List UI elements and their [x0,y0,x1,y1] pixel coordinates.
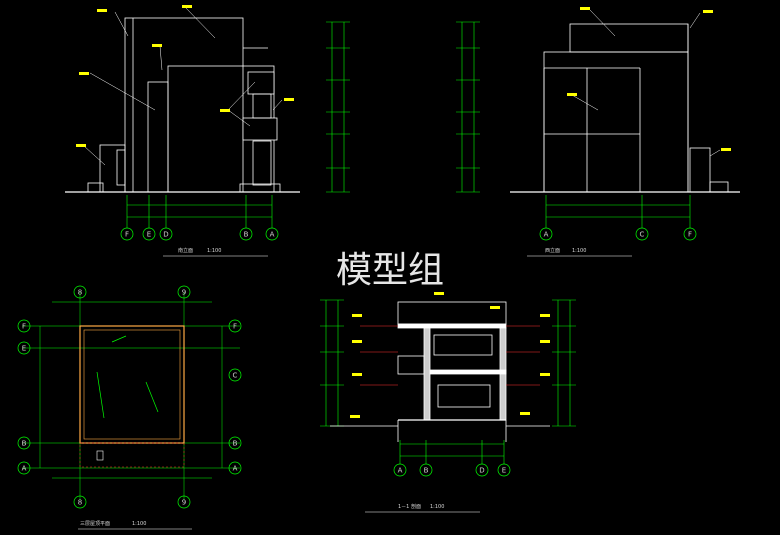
svg-text:8: 8 [78,289,82,297]
south-elevation [65,17,300,193]
axis-bubble-B-right: B [228,436,242,450]
section-horizontal-dimensions [399,440,505,464]
svg-text:9: 9 [182,499,186,507]
svg-text:D: D [163,231,168,239]
axis-bubble-A-right: A [228,461,242,475]
south-elevation-leader-text [76,5,294,147]
south-elevation-horizontal-dimensions [126,195,273,228]
svg-text:F: F [22,323,26,331]
svg-text:B: B [22,440,27,448]
axis-bubble-8-bottom: 8 [73,495,87,509]
section-structure [330,301,550,442]
roof-plan-title: 三层屋顶平面 1:100 [78,521,192,530]
axis-bubble-E: E [497,463,511,477]
west-elevation-leader-text [567,7,731,151]
svg-text:F: F [125,231,129,239]
svg-text:E: E [502,467,506,475]
watermark-text: 模型组 [336,250,444,291]
svg-text:南立面: 南立面 [178,247,193,254]
svg-text:三层屋顶平面: 三层屋顶平面 [80,521,110,527]
svg-text:B: B [233,440,238,448]
svg-text:1:100: 1:100 [430,504,444,510]
south-elevation-level-dimensions [326,21,350,193]
svg-text:1:100: 1:100 [572,248,586,254]
svg-text:E: E [22,345,26,353]
svg-text:1:100: 1:100 [132,521,146,527]
section-level-markers [360,325,540,386]
section-title: 1－1 剖面 1:100 [365,503,480,513]
svg-text:A: A [270,231,275,239]
south-elevation-leaders [83,6,283,166]
west-elevation-horizontal-dimensions [545,195,691,228]
svg-text:C: C [640,231,645,239]
svg-text:9: 9 [182,289,186,297]
west-elevation-level-dimensions [456,21,480,193]
roof-drainage-lines [96,335,159,419]
roof-plan: 8 9 8 9 F E B [17,285,242,530]
axis-bubble-A: A [393,463,407,477]
roof-parapet-edge [79,442,185,468]
svg-text:8: 8 [78,499,82,507]
roof-plan-axis-bubbles: 8 9 8 9 F E B [17,285,242,509]
west-elevation-axis-bubbles: A C F [539,227,697,241]
roof-outline-outer [79,325,185,444]
svg-text:A: A [398,467,403,475]
axis-bubble-E-left: E [17,341,31,355]
roof-plan-grid-lines [22,292,240,500]
svg-text:西立面: 西立面 [545,247,560,254]
axis-bubble-B-left: B [17,436,31,450]
axis-bubble-D: D [159,227,173,241]
axis-bubble-F: F [120,227,134,241]
svg-text:A: A [22,465,27,473]
svg-text:1:100: 1:100 [207,248,221,254]
svg-text:F: F [688,231,692,239]
south-elevation-axis-bubbles: F E D B A [120,227,279,241]
axis-bubble-F-right: F [228,319,242,333]
axis-bubble-9-top: 9 [177,285,191,299]
axis-bubble-8-top: 8 [73,285,87,299]
svg-text:C: C [233,372,238,380]
axis-bubble-C: C [635,227,649,241]
axis-bubble-B: B [239,227,253,241]
svg-text:F: F [233,323,237,331]
svg-text:D: D [479,467,484,475]
svg-text:A: A [233,465,238,473]
axis-bubble-C-right: C [228,368,242,382]
section-level-text [350,292,550,418]
west-elevation [510,23,740,193]
svg-text:E: E [147,231,151,239]
section-level-dimensions [320,299,576,427]
axis-bubble-A: A [539,227,553,241]
axis-bubble-D: D [475,463,489,477]
axis-bubble-F-left: F [17,319,31,333]
svg-text:B: B [424,467,429,475]
roof-outline-inner [83,329,181,440]
south-elevation-title: 南立面 1:100 [163,247,268,257]
west-elevation-title: 西立面 1:100 [527,247,632,257]
section-1-1: A B D E 1－1 剖面 1:100 [320,292,576,513]
axis-bubble-E: E [142,227,156,241]
axis-bubble-A: A [265,227,279,241]
axis-bubble-F: F [683,227,697,241]
axis-bubble-B: B [419,463,433,477]
west-elevation-leaders [571,9,721,157]
section-axis-bubbles: A B D E [393,463,511,477]
axis-bubble-9-bottom: 9 [177,495,191,509]
svg-text:A: A [544,231,549,239]
svg-text:B: B [244,231,249,239]
svg-text:1－1 剖面: 1－1 剖面 [398,503,421,510]
axis-bubble-A-left: A [17,461,31,475]
